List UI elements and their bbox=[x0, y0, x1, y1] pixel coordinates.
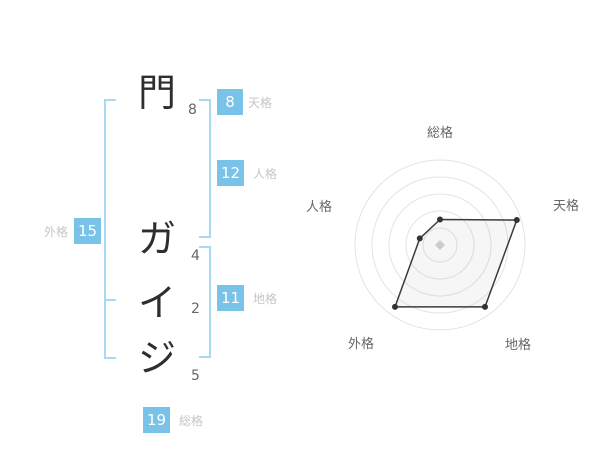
radar-label-soukaku: 総格 bbox=[427, 126, 454, 141]
radar-label-tenkaku: 天格 bbox=[553, 199, 580, 214]
gaikaku-value-badge: 15 bbox=[74, 218, 102, 244]
chikaku-value-badge: 11 bbox=[217, 285, 245, 311]
gaikaku-bracket-tick bbox=[104, 99, 116, 101]
gaikaku-bracket bbox=[104, 99, 106, 359]
jinkaku-bracket-tick bbox=[199, 99, 211, 101]
chikaku-bracket bbox=[209, 246, 211, 358]
name-char: イ bbox=[137, 281, 176, 325]
tenkaku-value-badge: 8 bbox=[217, 89, 243, 115]
tenkaku-label: 天格 bbox=[248, 96, 273, 110]
gaikaku-label: 外格 bbox=[44, 225, 69, 239]
stroke-count: 8 bbox=[188, 102, 197, 118]
radar-label-chikaku: 地格 bbox=[505, 338, 532, 353]
soukaku-label: 総格 bbox=[179, 414, 204, 428]
radar-chart bbox=[354, 159, 526, 331]
stroke-count: 2 bbox=[191, 301, 200, 317]
chikaku-label: 地格 bbox=[253, 292, 278, 306]
name-char: ガ bbox=[137, 217, 176, 261]
jinkaku-label: 人格 bbox=[253, 167, 278, 181]
jinkaku-value-badge: 12 bbox=[217, 160, 245, 186]
jinkaku-bracket bbox=[209, 99, 211, 238]
radar-chart-area bbox=[310, 105, 570, 385]
chikaku-bracket-tick bbox=[199, 356, 211, 358]
gaikaku-bracket-tick bbox=[104, 357, 116, 359]
chikaku-bracket-tick bbox=[199, 246, 211, 248]
name-char: 門 bbox=[137, 71, 176, 115]
radar-label-jinkaku: 人格 bbox=[306, 200, 333, 215]
stroke-count: 4 bbox=[191, 248, 200, 264]
name-char: ジ bbox=[137, 336, 176, 380]
stroke-count: 5 bbox=[191, 368, 200, 384]
radar-label-gaikaku: 外格 bbox=[348, 337, 375, 352]
gaikaku-bracket-tick bbox=[104, 299, 116, 301]
soukaku-value-badge: 19 bbox=[143, 407, 171, 433]
jinkaku-bracket-tick bbox=[199, 236, 211, 238]
